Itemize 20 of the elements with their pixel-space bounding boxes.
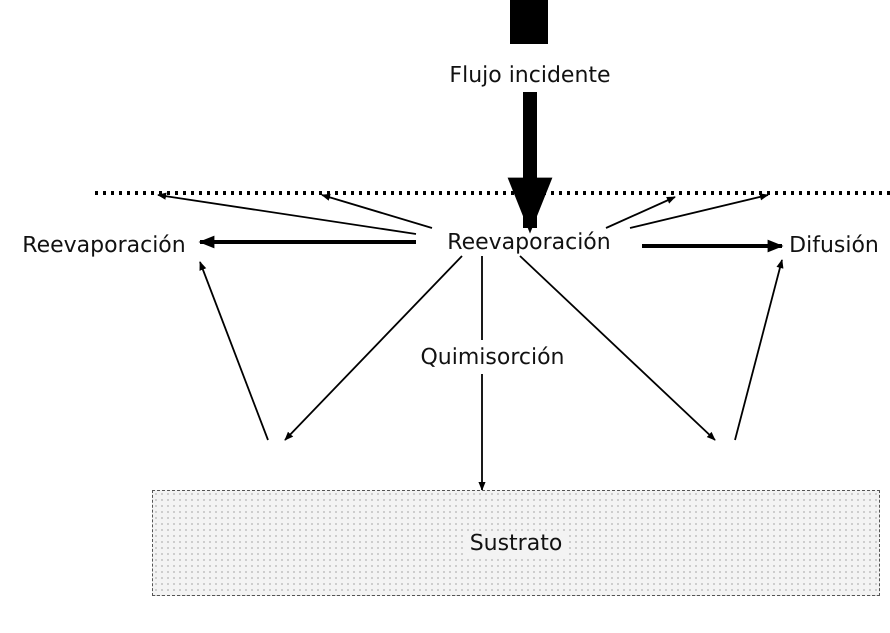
arrow	[284, 255, 463, 441]
node-label: Sustrato	[466, 530, 566, 556]
arrow	[199, 261, 269, 440]
arrow	[630, 193, 769, 229]
node-label: Difusión	[782, 230, 886, 260]
arrow	[606, 196, 676, 229]
arrow	[519, 255, 716, 441]
arrow	[321, 194, 432, 229]
node-label: Quimisorción	[420, 340, 565, 374]
node-label: Reevaporación	[416, 228, 642, 256]
connector-line	[481, 256, 483, 340]
node-label: Reevaporación	[8, 228, 200, 262]
node-label: Flujo incidente	[440, 58, 620, 92]
arrow	[198, 236, 416, 248]
arrow	[157, 192, 416, 235]
substrate-box	[152, 490, 880, 596]
arrow	[642, 240, 784, 252]
arrow	[478, 374, 486, 491]
arrow	[734, 259, 784, 440]
arrow	[508, 92, 552, 234]
